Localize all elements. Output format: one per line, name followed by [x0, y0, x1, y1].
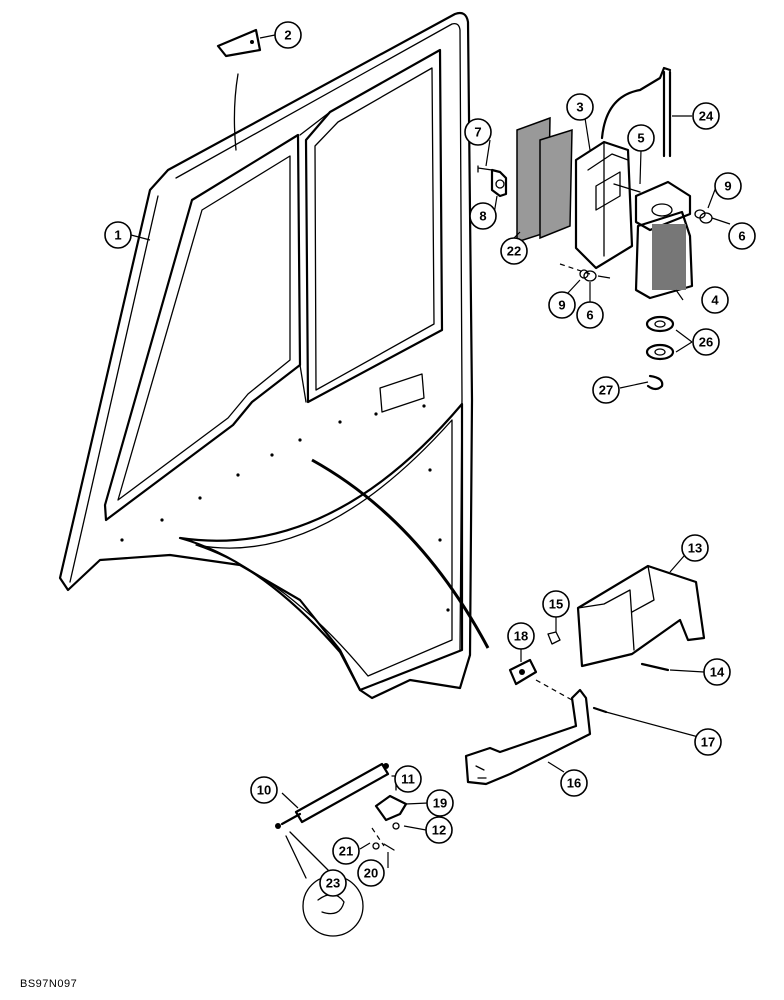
svg-text:3: 3 — [576, 100, 583, 115]
svg-text:16: 16 — [567, 776, 581, 791]
svg-text:27: 27 — [599, 383, 613, 398]
screw-17 — [592, 706, 608, 714]
callout-24: 24 — [692, 102, 720, 130]
figure-code: BS97N097 — [20, 978, 78, 990]
callout-7: 7 — [464, 118, 492, 146]
callout-21: 21 — [332, 837, 360, 865]
svg-text:24: 24 — [699, 109, 714, 124]
callout-12: 12 — [425, 816, 453, 844]
svg-text:4: 4 — [711, 293, 719, 308]
svg-text:14: 14 — [710, 665, 725, 680]
svg-text:18: 18 — [514, 629, 528, 644]
lock-rod — [600, 66, 672, 158]
svg-text:23: 23 — [326, 876, 340, 891]
spacers — [645, 315, 675, 361]
link-plate — [508, 658, 538, 686]
nut — [547, 631, 561, 645]
callout-3: 3 — [566, 93, 594, 121]
svg-text:19: 19 — [433, 796, 447, 811]
callout-20: 20 — [357, 859, 385, 887]
callout-13: 13 — [681, 534, 709, 562]
callout-17: 17 — [694, 728, 722, 756]
callout-26: 26 — [692, 328, 720, 356]
svg-text:17: 17 — [701, 735, 715, 750]
callout-27: 27 — [592, 376, 620, 404]
svg-text:12: 12 — [432, 823, 446, 838]
svg-text:8: 8 — [479, 209, 486, 224]
bracket-arm — [464, 679, 592, 786]
callout-18: 18 — [507, 622, 535, 650]
svg-text:2: 2 — [284, 28, 291, 43]
svg-text:1: 1 — [114, 228, 121, 243]
callout-16: 16 — [560, 769, 588, 797]
callout-10: 10 — [250, 776, 278, 804]
callout-9-lower: 9 — [548, 291, 576, 319]
callout-14: 14 — [703, 658, 731, 686]
callout-6-right: 6 — [728, 222, 756, 250]
callout-15: 15 — [542, 590, 570, 618]
callout-5: 5 — [627, 124, 655, 152]
gas-strut — [275, 762, 390, 829]
callout-2: 2 — [274, 21, 302, 49]
callout-4: 4 — [701, 286, 729, 314]
svg-text:9: 9 — [558, 298, 565, 313]
screw-washer-lower — [371, 827, 395, 851]
rivet-row — [120, 404, 450, 612]
svg-text:9: 9 — [724, 179, 731, 194]
svg-text:10: 10 — [257, 783, 271, 798]
callout-11: 11 — [394, 765, 422, 793]
e-clip — [646, 374, 664, 391]
leader-lines — [130, 34, 731, 868]
svg-text:22: 22 — [507, 244, 521, 259]
weather-seal — [311, 458, 490, 649]
callout-6-lower: 6 — [576, 301, 604, 329]
latch-housing — [574, 140, 634, 270]
svg-text:5: 5 — [637, 131, 644, 146]
svg-text:11: 11 — [401, 772, 415, 787]
svg-text:21: 21 — [339, 844, 353, 859]
callout-9-right: 9 — [714, 172, 742, 200]
callout-22: 22 — [500, 237, 528, 265]
callout-1: 1 — [104, 221, 132, 249]
svg-text:15: 15 — [549, 597, 563, 612]
bolt-14 — [640, 662, 670, 672]
door-handle — [634, 180, 694, 300]
svg-text:26: 26 — [699, 335, 713, 350]
door-frame — [58, 11, 490, 700]
nut-lower — [559, 263, 597, 282]
svg-text:20: 20 — [364, 866, 378, 881]
bolt — [613, 183, 641, 193]
svg-text:6: 6 — [586, 308, 593, 323]
callout-19: 19 — [426, 789, 454, 817]
callout-23: 23 — [319, 869, 347, 897]
hinge-cover — [576, 564, 706, 668]
svg-text:6: 6 — [738, 229, 745, 244]
seal-strip — [216, 28, 262, 151]
svg-text:7: 7 — [474, 125, 481, 140]
screw-washer — [477, 165, 508, 198]
svg-text:13: 13 — [688, 541, 702, 556]
nut-right — [694, 209, 713, 224]
callout-8: 8 — [469, 202, 497, 230]
handle-pads — [516, 116, 573, 244]
